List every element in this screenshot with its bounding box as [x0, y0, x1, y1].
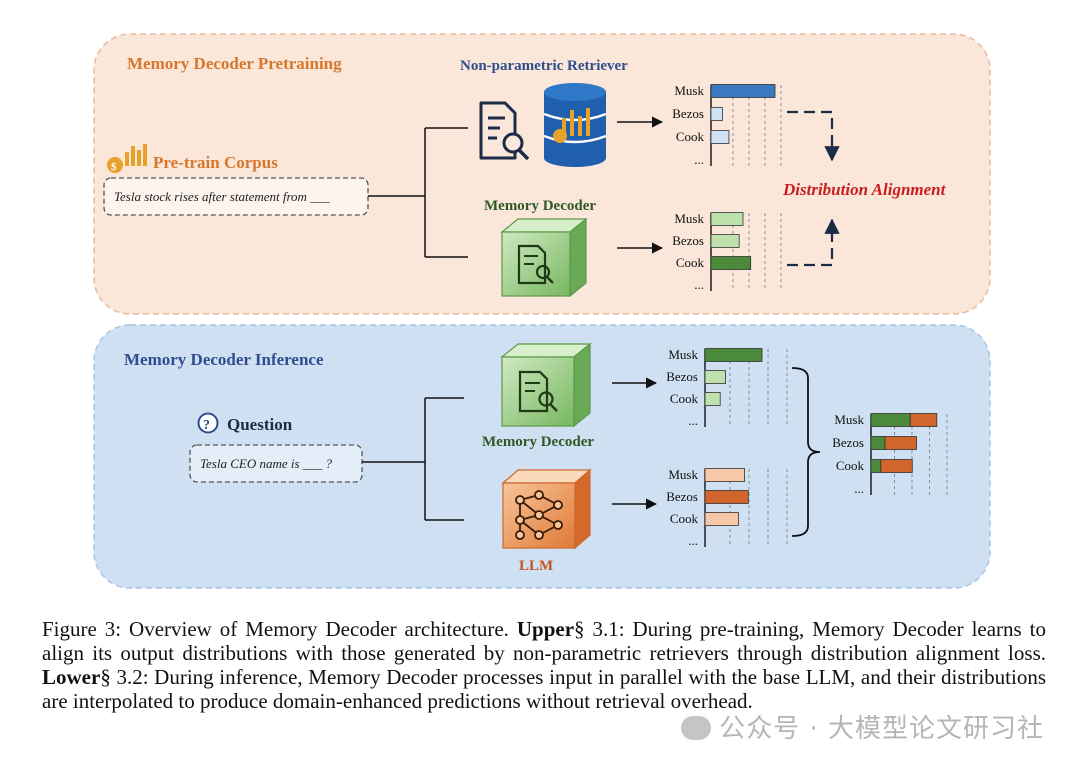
document-search-icon [479, 101, 530, 161]
chart-label: Musk [668, 347, 698, 362]
chart-bar [704, 512, 739, 526]
database-icon [543, 83, 607, 167]
chart-label: ... [694, 152, 704, 167]
svg-text:?: ? [203, 418, 210, 433]
chart-bar [710, 130, 730, 144]
chart-bar [704, 392, 721, 406]
caption-lower-bold: Lower [42, 665, 101, 689]
pretrain-decoder-label: Memory Decoder [484, 198, 596, 214]
retriever-label: Non-parametric Retriever [460, 58, 628, 74]
chart-bar-segment [884, 436, 917, 450]
watermark-text: 公众号 · 大模型论文研习社 [719, 714, 1044, 744]
chart-bar [710, 107, 723, 121]
chart-label: ... [688, 533, 698, 548]
chart-label: Musk [668, 467, 698, 482]
watermark: 公众号 · 大模型论文研习社 [681, 708, 1044, 745]
chart-bar-segment [870, 413, 911, 427]
question-label: Question [227, 415, 293, 434]
caption-upper-bold: Upper [516, 617, 575, 641]
caption-lower-text: § 3.2: During inference, Memory Decoder … [42, 665, 1046, 713]
chart-bar [710, 234, 740, 248]
chart-label: Musk [674, 211, 704, 226]
figure-caption: Figure 3: Overview of Memory Decoder arc… [42, 617, 1046, 713]
question-text-box [189, 444, 363, 483]
llm-label: LLM [519, 558, 553, 574]
chart-label: Cook [670, 391, 699, 406]
money-chart-icon: $ [107, 144, 147, 173]
distribution-charts: MuskBezosCook...MuskBezosCook...MuskBezo… [666, 83, 948, 548]
chart-label: Bezos [672, 106, 704, 121]
question-text: Tesla CEO name is ___ ? [200, 456, 333, 471]
neural-network-cube-icon [501, 468, 592, 550]
corpus-text: Tesla stock rises after statement from _… [114, 189, 330, 204]
chart-bar-segment [909, 413, 938, 427]
chart-label: Bezos [666, 369, 698, 384]
chart-bar [704, 348, 763, 362]
chart-label: ... [694, 277, 704, 292]
architecture-diagram: Memory Decoder Pretraining Non-parametri… [93, 33, 991, 589]
chart-label: Cook [676, 129, 705, 144]
chart-bar [704, 468, 745, 482]
chart-bar [710, 84, 776, 98]
inference-panel: Memory Decoder Inference ? Question Tesl… [93, 324, 991, 589]
chart-label: ... [688, 413, 698, 428]
pretraining-panel: Memory Decoder Pretraining Non-parametri… [93, 33, 991, 315]
inference-title: Memory Decoder Inference [124, 350, 324, 369]
caption-upper-text: § 3.1: During pre-training, Memory Decod… [42, 617, 1046, 665]
chart-label: Bezos [832, 435, 864, 450]
chart-label: Bezos [666, 489, 698, 504]
memory-decoder-cube-icon [500, 217, 588, 298]
svg-text:$: $ [111, 161, 117, 173]
chart-bar-segment [870, 436, 886, 450]
chart-label: Musk [834, 412, 864, 427]
wechat-icon [681, 716, 712, 740]
chart-label: Bezos [672, 233, 704, 248]
corpus-label: Pre-train Corpus [153, 153, 278, 172]
alignment-label: Distribution Alignment [782, 180, 947, 199]
inference-decoder-label: Memory Decoder [482, 434, 594, 450]
chart-label: Cook [670, 511, 699, 526]
pretraining-title: Memory Decoder Pretraining [127, 54, 342, 73]
chart-label: Cook [836, 458, 865, 473]
chart-bar [704, 370, 726, 384]
chart-label: Cook [676, 255, 705, 270]
memory-decoder-cube-icon [500, 342, 592, 428]
caption-lead: Figure 3: Overview of Memory Decoder arc… [42, 617, 517, 641]
chart-label: Musk [674, 83, 704, 98]
chart-bar-segment [870, 459, 882, 473]
chart-bar [704, 490, 749, 504]
chart-label: ... [854, 481, 864, 496]
chart-bar [710, 212, 744, 226]
question-icon: ? [197, 412, 219, 434]
chart-bar [710, 256, 752, 270]
chart-bar-segment [880, 459, 913, 473]
